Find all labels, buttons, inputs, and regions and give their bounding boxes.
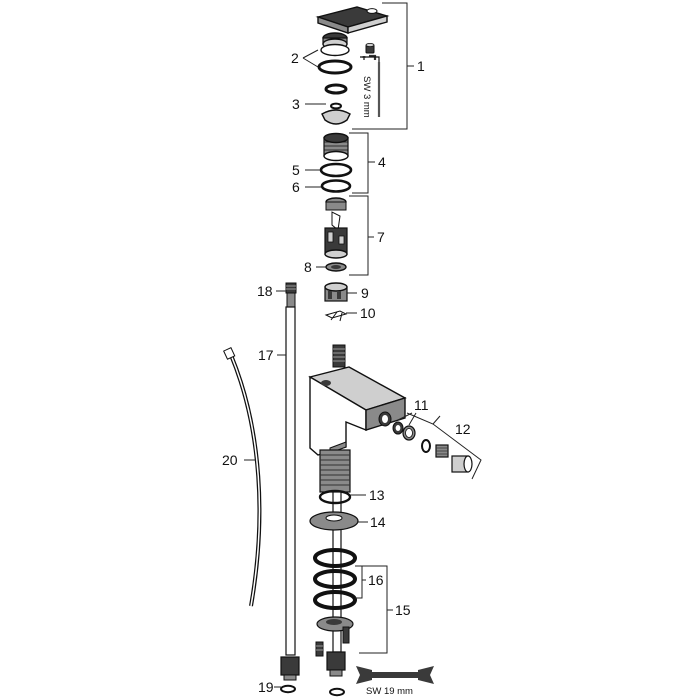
label-part-9: 9: [361, 285, 369, 301]
part-19-washer: [280, 684, 296, 694]
label-part-18: 18: [257, 283, 273, 299]
label-part-12: 12: [455, 421, 471, 437]
faucet-threaded-shank: [319, 449, 351, 493]
wrench-size-label: SW 19 mm: [366, 686, 413, 697]
label-part-4: 4: [378, 154, 386, 170]
leader-lines: [244, 2, 482, 688]
label-part-17: 17: [258, 347, 274, 363]
label-part-20: 20: [222, 452, 238, 468]
label-part-14: 14: [370, 514, 386, 530]
label-part-1: 1: [417, 58, 425, 74]
label-part-10: 10: [360, 305, 376, 321]
set-screw: [365, 43, 375, 54]
part-10-clip: [324, 310, 348, 322]
label-part-2: 2: [291, 50, 299, 66]
part-12-aerator-housing: [421, 439, 473, 473]
part-16-washers: [313, 548, 357, 610]
label-part-8: 8: [304, 259, 312, 275]
part-5-6-o-rings: [319, 162, 353, 193]
label-part-11: 11: [414, 397, 429, 413]
hex-key-tool: [360, 54, 381, 117]
faucet-body: [308, 344, 407, 456]
label-part-13: 13: [369, 487, 385, 503]
label-part-7: 7: [377, 229, 385, 245]
part-13-o-ring: [318, 489, 352, 505]
part-7-cartridge: [324, 197, 348, 259]
label-part-5: 5: [292, 162, 300, 178]
part-3-retainer: [321, 83, 351, 125]
part-8-seal: [325, 262, 347, 272]
part-18-hose-tip: [285, 282, 297, 308]
wrench-tool: [356, 666, 434, 684]
label-part-6: 6: [292, 179, 300, 195]
part-20-flexible-rod: [223, 347, 262, 607]
label-part-15: 15: [395, 602, 411, 618]
nut-washer-right: [329, 687, 345, 697]
part-9-flow-limiter: [324, 282, 348, 302]
part-4-top-nut: [323, 132, 349, 162]
part-15-mounting-plate: [315, 616, 354, 657]
label-part-19: 19: [258, 679, 274, 695]
label-part-3: 3: [292, 96, 300, 112]
part-2-rings: [317, 43, 353, 75]
part-14-flange: [309, 511, 359, 531]
part-number-labels: 1 2 3 4 5 6 7 8 9 10 11 12 13 14 15 16 1…: [222, 50, 471, 695]
label-part-16: 16: [368, 572, 384, 588]
handle-lever: [315, 6, 390, 34]
part-11-aerator-parts: [392, 421, 416, 441]
hex-key-size-label: SW 3 mm: [361, 76, 372, 118]
part-17-supply-hose: [280, 306, 300, 681]
